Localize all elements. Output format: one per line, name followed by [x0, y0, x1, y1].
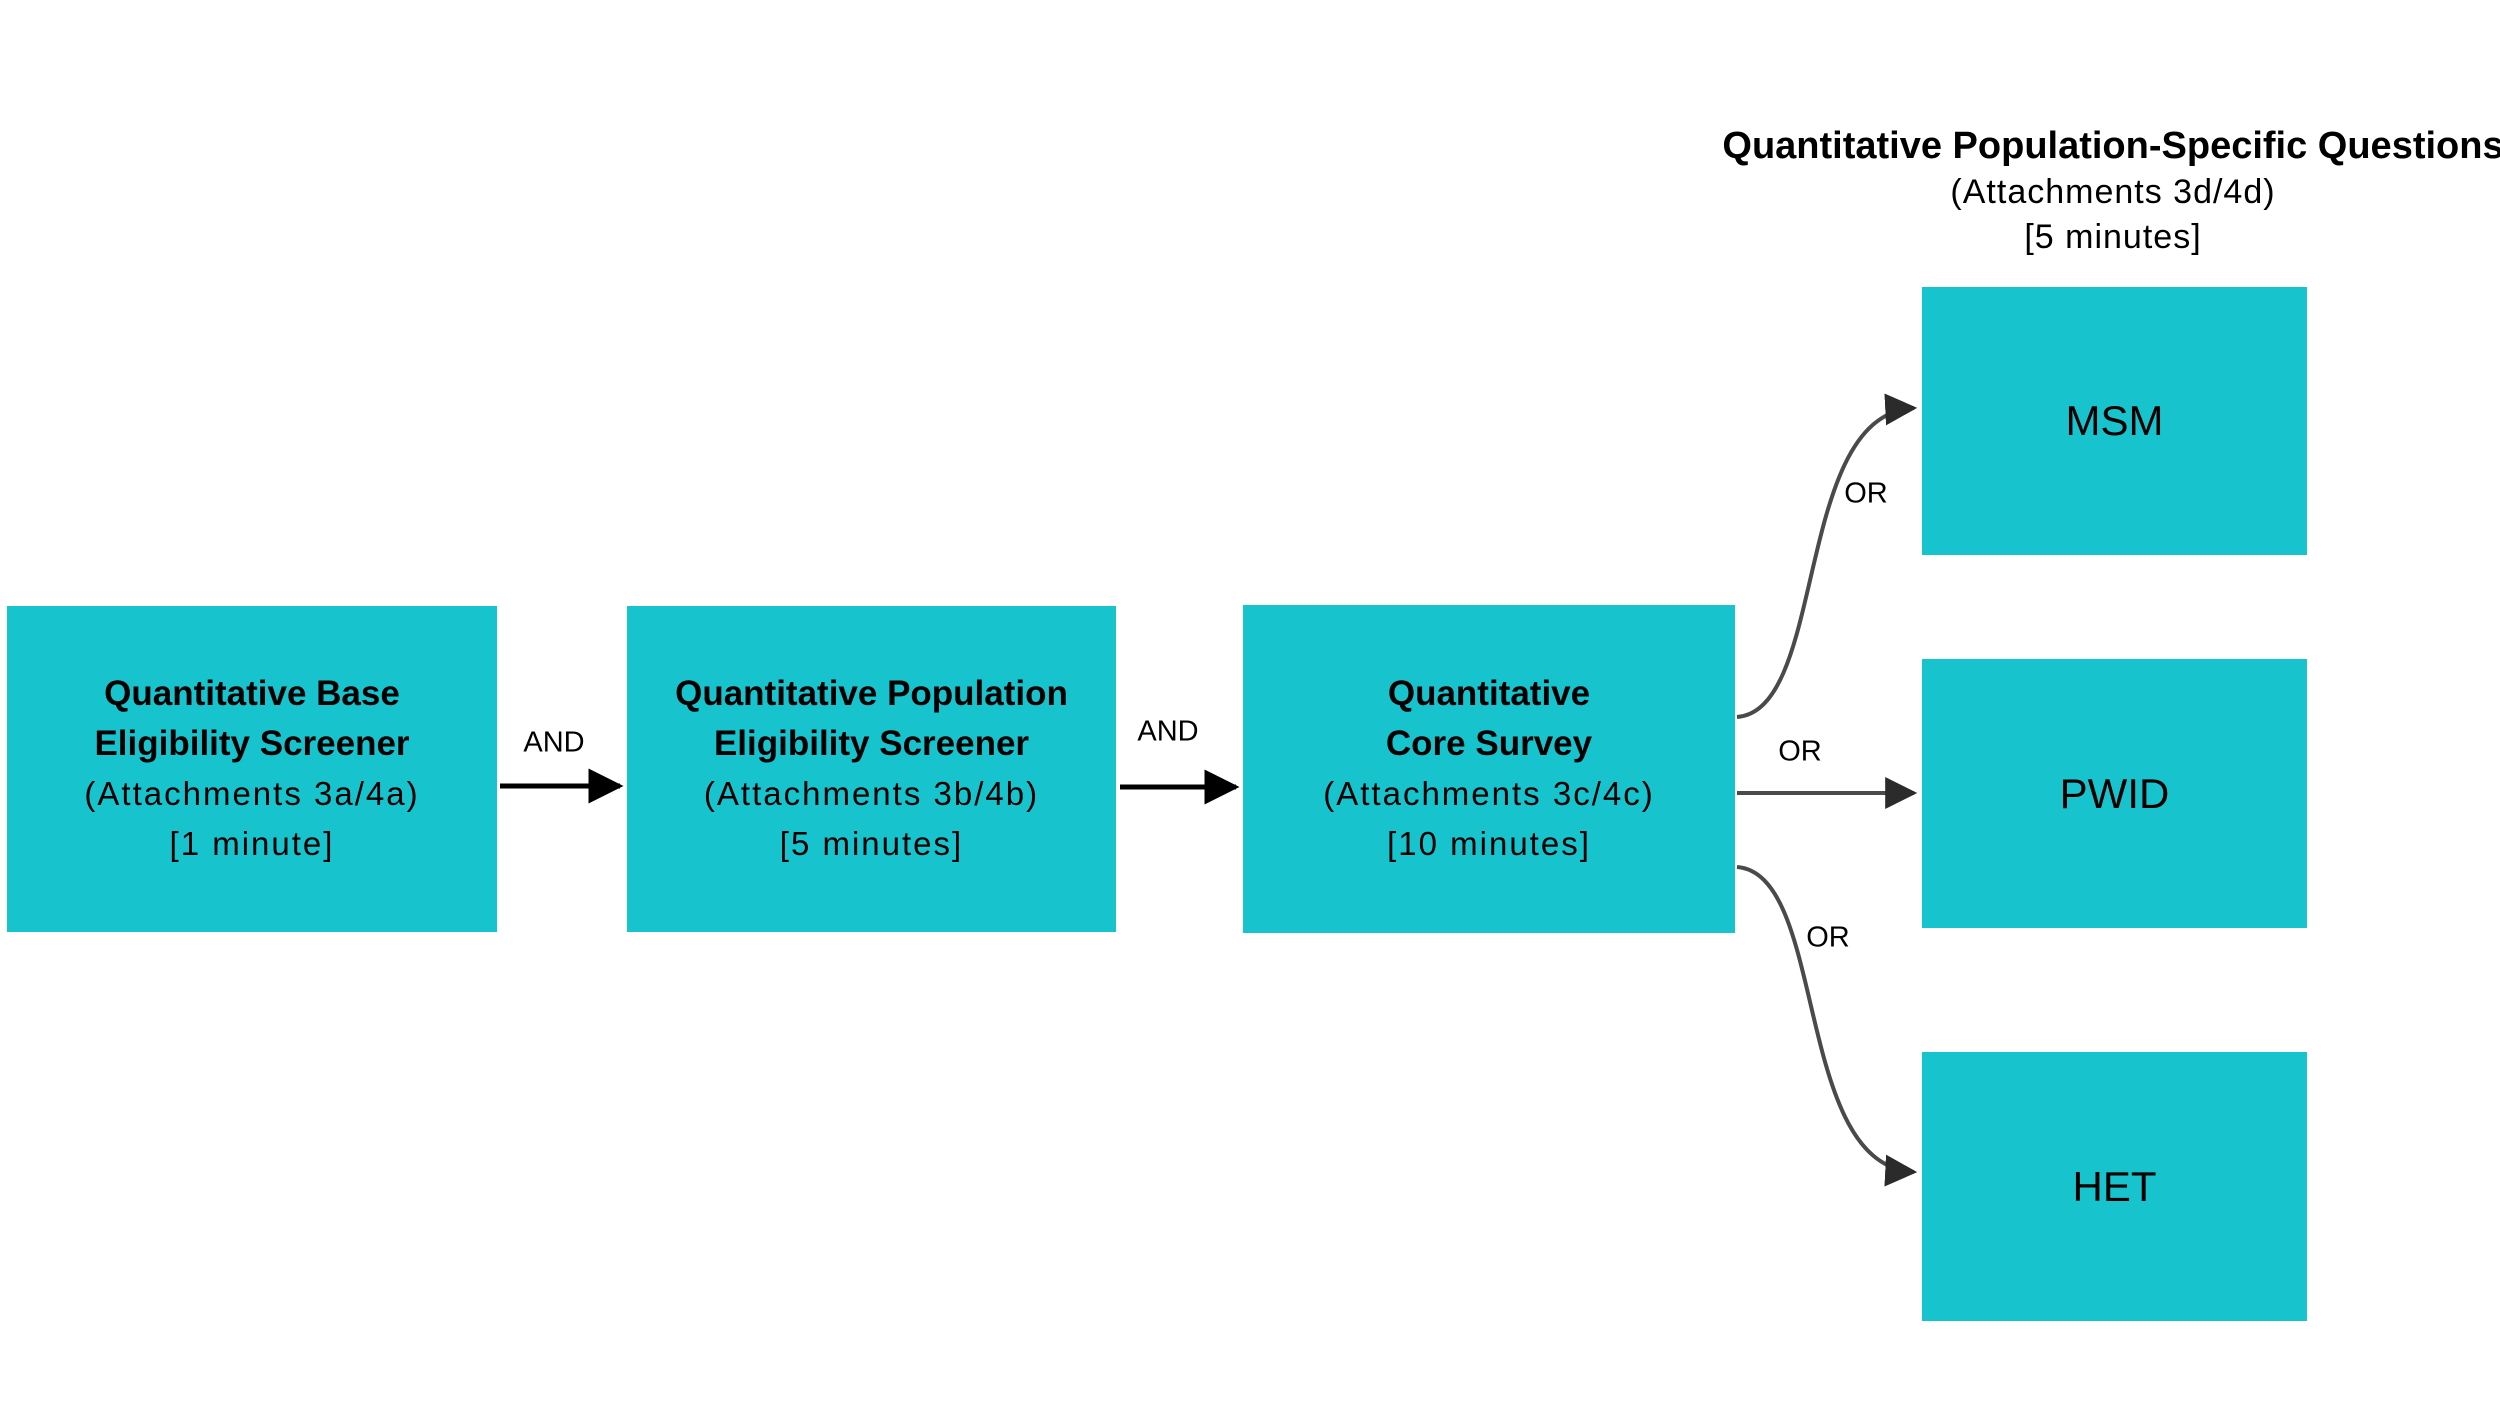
- population-specific-questions-header: Quantitative Population-Specific Questio…: [1722, 122, 2500, 260]
- msm-label: MSM: [2065, 397, 2164, 444]
- base-screener-duration: [1 minute]: [169, 825, 335, 862]
- het-label: HET: [2072, 1162, 2157, 1210]
- msm-box: MSM: [1922, 287, 2307, 555]
- or-arrow-core-to-msm: [1736, 393, 1918, 719]
- or-label-het: OR: [1806, 921, 1850, 954]
- or-label-pwid: OR: [1778, 735, 1822, 768]
- pwid-box: PWID: [1922, 659, 2307, 928]
- base-eligibility-screener-box: Quantitative Base Eligibility Screener (…: [7, 606, 497, 932]
- population-screener-title-line1: Quantitative Population: [675, 674, 1068, 713]
- core-survey-box: Quantitative Core Survey (Attachments 3c…: [1243, 605, 1735, 933]
- population-screener-attachments: (Attachments 3b/4b): [703, 775, 1040, 812]
- population-screener-duration: [5 minutes]: [779, 825, 964, 862]
- header-title: Quantitative Population-Specific Questio…: [1722, 125, 2500, 167]
- or-arrow-core-to-het: [1736, 865, 1918, 1187]
- core-survey-duration: [10 minutes]: [1387, 825, 1591, 862]
- population-eligibility-screener-box: Quantitative Population Eligibility Scre…: [627, 606, 1116, 932]
- header-attachments: (Attachments 3d/4d): [1950, 173, 2276, 211]
- base-screener-attachments: (Attachments 3a/4a): [84, 775, 420, 812]
- core-survey-title-line1: Quantitative: [1387, 674, 1591, 713]
- base-screener-title-line1: Quantitative Base: [104, 674, 400, 713]
- and-label-1: AND: [523, 726, 585, 759]
- pwid-label: PWID: [2059, 769, 2170, 817]
- header-duration: [5 minutes]: [2024, 218, 2202, 256]
- or-label-msm: OR: [1844, 477, 1888, 510]
- and-label-2: AND: [1137, 715, 1199, 748]
- core-survey-attachments: (Attachments 3c/4c): [1323, 775, 1655, 812]
- population-screener-title-line2: Eligibility Screener: [713, 724, 1030, 763]
- het-box: HET: [1922, 1052, 2307, 1321]
- core-survey-title-line2: Core Survey: [1385, 724, 1593, 763]
- base-screener-title-line2: Eligibility Screener: [94, 724, 410, 763]
